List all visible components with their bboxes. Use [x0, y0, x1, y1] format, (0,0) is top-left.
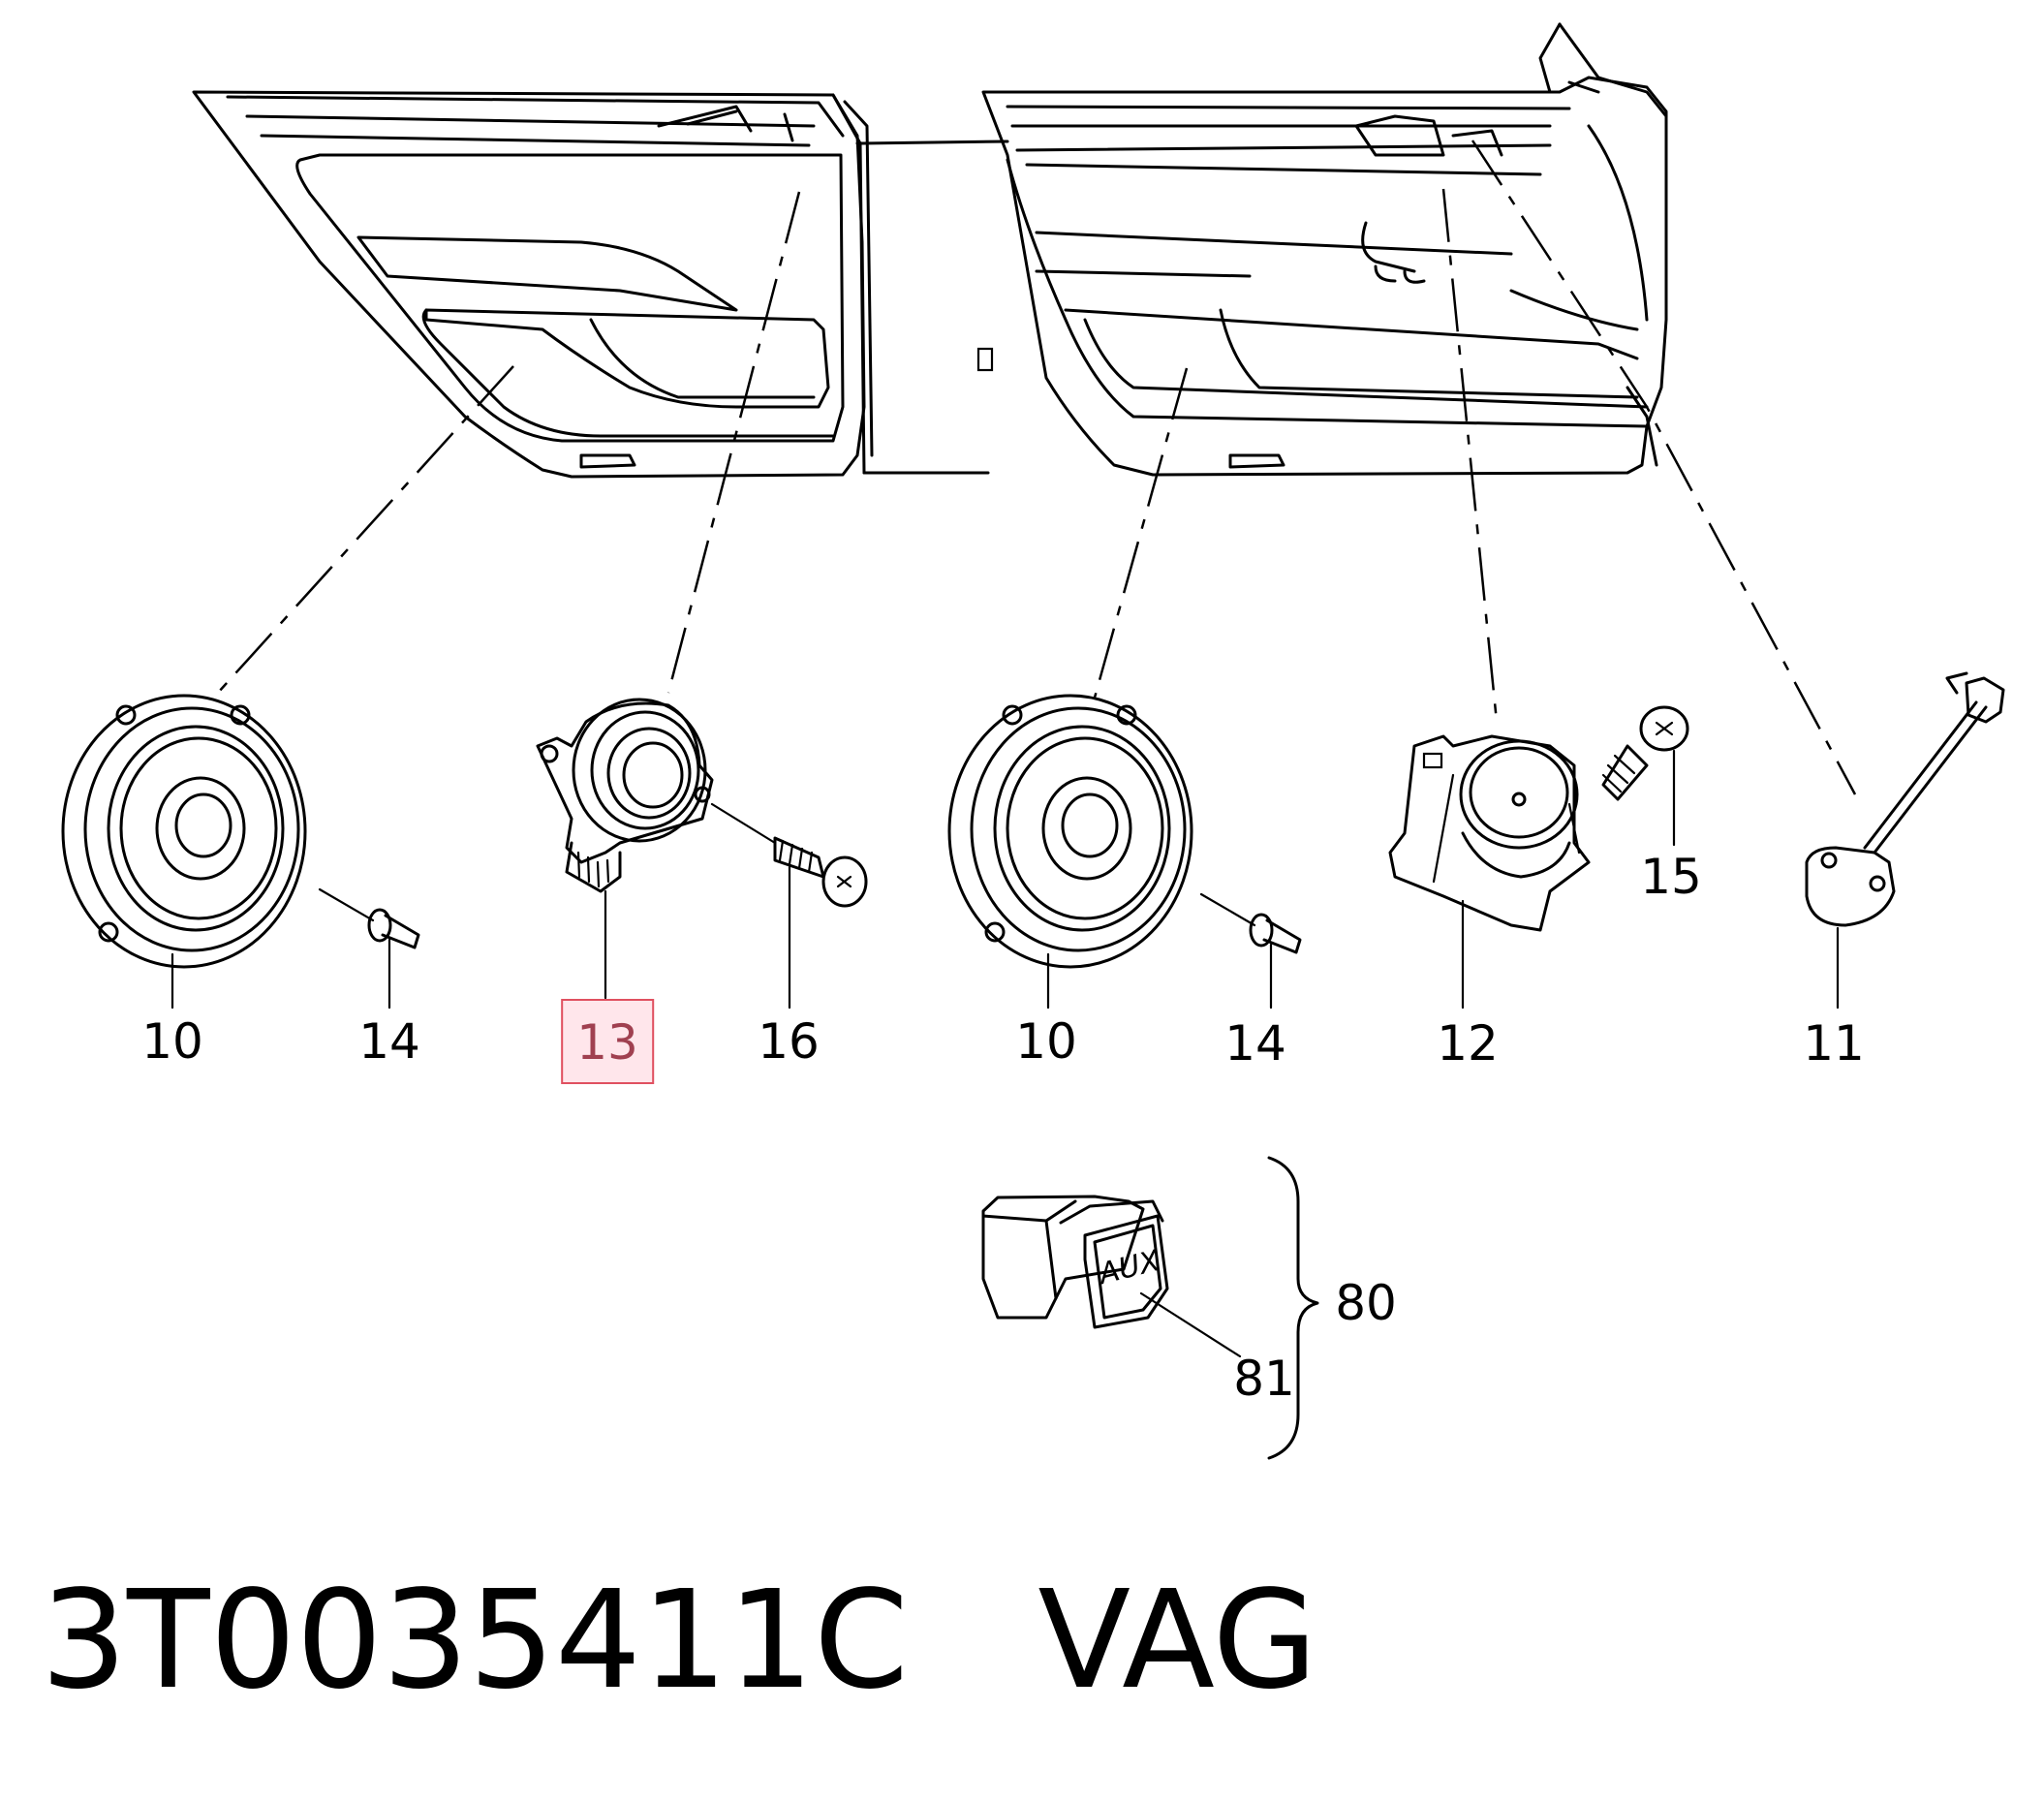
- group-bracket-80: [1267, 1156, 1319, 1460]
- sensor-part-11: [1805, 671, 2005, 1010]
- leader-lines: [217, 140, 1857, 795]
- part-number: 3T0035411C: [41, 1562, 909, 1720]
- callout-12: 12: [1437, 1015, 1499, 1072]
- callout-10-right: 10: [1015, 1013, 1077, 1070]
- tweeter-part-13: [536, 698, 714, 1000]
- screw-part-15: [1601, 705, 1689, 847]
- left-door-panel: [192, 90, 874, 479]
- rivet-part-14-right: [1199, 892, 1302, 1010]
- speaker-part-10-left: [61, 694, 307, 1010]
- aux-socket-part-81: [981, 1195, 1242, 1358]
- callout-14-right: 14: [1224, 1015, 1286, 1072]
- callout-10-left: 10: [141, 1013, 203, 1070]
- callout-81: 81: [1233, 1351, 1295, 1407]
- rivet-part-14-left: [318, 887, 420, 1010]
- speaker-part-12: [1388, 734, 1591, 1010]
- speaker-part-10-right: [947, 694, 1193, 1010]
- callout-80: 80: [1335, 1275, 1397, 1331]
- callout-14-left: 14: [358, 1013, 420, 1070]
- callout-16: 16: [758, 1013, 820, 1070]
- screw-part-16: [710, 802, 868, 1010]
- callout-15: 15: [1640, 849, 1702, 905]
- callout-11: 11: [1803, 1015, 1865, 1072]
- brand-name: VAG: [1037, 1562, 1317, 1720]
- part-number-footer: 3T0035411C VAG: [41, 1573, 1317, 1709]
- right-door-panel: [981, 22, 1668, 477]
- center-door-divider: [855, 140, 1009, 475]
- callout-13-highlighted[interactable]: 13: [561, 999, 654, 1084]
